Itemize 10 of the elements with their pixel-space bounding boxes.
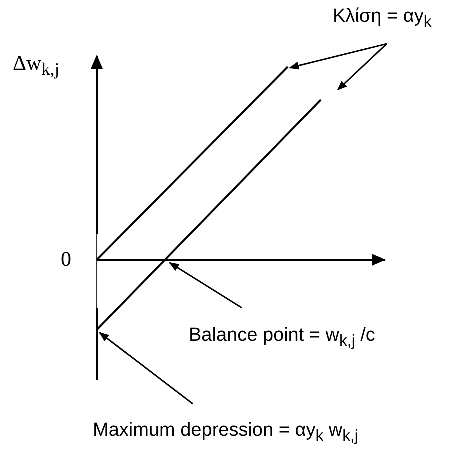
balance-point-label: Balance point = w$_{k,j}$ /c bbox=[189, 326, 376, 350]
maximum-depression-label: Maximum depression = αy$_{k}$ w$_{k,j}$ bbox=[93, 421, 358, 446]
origin-label: 0 bbox=[61, 248, 72, 272]
leader-arrow bbox=[337, 43, 388, 91]
leader-arrow bbox=[99, 332, 194, 405]
leader-arrow bbox=[289, 43, 388, 70]
y-axis-label: Δw$_{k,j}$ bbox=[13, 52, 60, 80]
leader-arrow bbox=[169, 262, 242, 309]
slope-label: Κλίση = αy$_{k}$ bbox=[333, 7, 432, 32]
graph-line bbox=[96, 66, 289, 261]
